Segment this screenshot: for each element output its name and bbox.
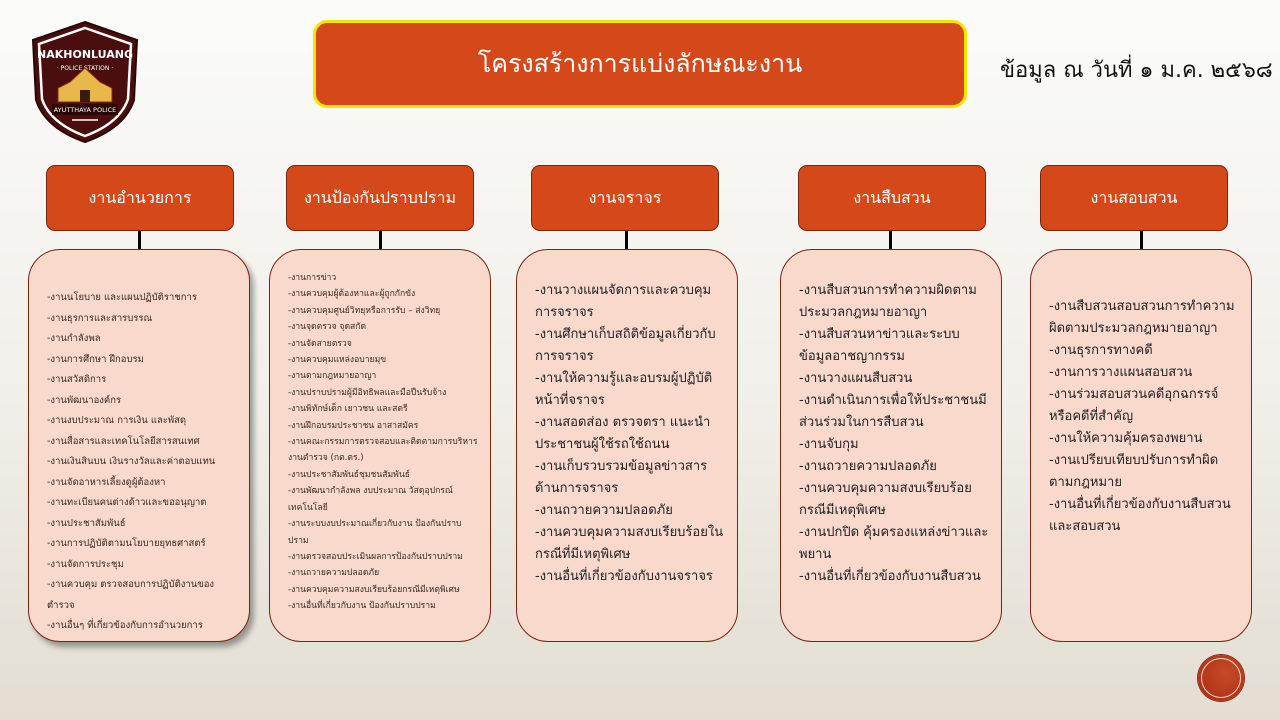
duty-list: -งานวางแผนจัดการและควบคุมการจราจร -งานศึ… [517,250,737,588]
card-crime-prevention: -งานการข่าว -งานควบคุมผู้ต้องหาและผู้ถูก… [269,249,491,642]
list-item: -งานเงินสินบน เงินรางวัลและค่าตอบแทน [47,456,216,467]
connector-line [138,231,141,250]
list-item: -งานพิทักษ์เด็ก เยาวชน และสตรี [288,404,408,415]
duty-list: -งานสืบสวนการทำความผิดตามประมวลกฎหมายอาญ… [781,250,1001,588]
list-item: -งานควบคุมความสงบเรียบร้อยกรณีมีเหตุพิเศ… [288,584,460,595]
connector-line [889,231,892,250]
list-item: -งานให้ความคุ้มครองพยาน [1049,431,1203,446]
slide-nav-button[interactable] [1198,655,1244,701]
list-item: -งานอื่นที่เกี่ยวข้องกับงานสืบสวนและสอบส… [1049,497,1231,534]
list-item: -งานธุรการและสารบรรณ [47,312,153,324]
list-item: -งานจับกุม [799,437,859,452]
list-item: -งานควบคุมผู้ต้องหาและผู้ถูกกักขัง [288,289,416,300]
list-item: -งานสืบสวนสอบสวนการทำความผิดตามประมวลกฎห… [1049,299,1235,336]
list-item: -งานปกปิด คุ้มครองแหล่งข่าวและพยาน [799,525,989,562]
list-item: -งานร่วมสอบสวนคดีอุกฉกรรจ์หรือคดีที่สำคั… [1049,387,1219,424]
heading-investigation: งานสืบสวน [798,165,986,231]
list-item: -งานธุรการทางคดี [1049,343,1153,358]
list-item: -งานงบประมาณ การเงิน และพัสดุ [47,415,187,426]
list-item: -งานกำลังพล [47,333,101,344]
list-item: -งานปราบปรามผู้มีอิทธิพลและมือปืนรับจ้าง [288,387,447,398]
list-item: -งานฝึกอบรมประชาชน อาสาสมัคร [288,420,419,431]
list-item: -งานควบคุม ตรวจสอบการปฏิบัติงานของตำรวจ [47,579,215,611]
list-item: -งานตามกฎหมายอาญา [288,371,377,382]
list-item: -งานดำเนินการเพื่อให้ประชาชนมีส่วนร่วมใน… [799,393,987,430]
list-item: -งานควบคุมความสงบเรียบร้อยในกรณีที่มีเหต… [535,525,724,562]
duty-list: -งานการข่าว -งานควบคุมผู้ต้องหาและผู้ถูก… [270,250,490,615]
list-item: -งานควบคุมความสงบเรียบร้อยกรณีมีเหตุพิเศ… [799,481,972,518]
duty-list: -งานนโยบาย และแผนปฏิบัติราชการ -งานธุรกา… [29,250,249,637]
list-item: -งานเก็บรวบรวมข้อมูลข่าวสารด้านการจราจร [535,459,708,496]
list-item: -งานการข่าว [288,273,337,283]
connector-line [1140,231,1143,250]
page-title: โครงสร้างการแบ่งลักษณะงาน [313,20,967,108]
list-item: -งานถวายความปลอดภัย [288,568,380,579]
heading-traffic: งานจราจร [531,165,719,231]
list-item: -งานสอดส่อง ตรวจตรา แนะนำประชาชนผู้ใช้รถ… [535,415,711,452]
list-item: -งานพัฒนากำลังพล งบประมาณ วัสดุอุปกรณ์ เ… [288,486,453,513]
list-item: -งานสืบสวนการทำความผิดตามประมวลกฎหมายอาญ… [799,283,977,320]
svg-text:AYUTTHAYA POLICE: AYUTTHAYA POLICE [54,106,117,114]
list-item: -งานประชาสัมพันธ์ [47,517,126,529]
list-item: -งานศึกษาเก็บสถิติข้อมูลเกี่ยวกับการจราจ… [535,327,716,364]
data-date: ข้อมูล ณ วันที่ ๑ ม.ค. ๒๕๖๘ [1000,58,1273,83]
card-investigation: -งานสืบสวนการทำความผิดตามประมวลกฎหมายอาญ… [780,249,1002,642]
list-item: -งานคณะกรรมการตรวจสอบและติดตามการบริหารง… [288,437,478,464]
police-station-logo: NAKHONLUANG · POLICE STATION · AYUTTHAYA… [30,20,140,144]
connector-line [379,231,382,250]
list-item: -งานสื่อสารและเทคโนโลยีสารสนเทศ [47,435,200,447]
card-inquiry: -งานสืบสวนสอบสวนการทำความผิดตามประมวลกฎห… [1030,249,1252,642]
heading-inquiry: งานสอบสวน [1040,165,1228,231]
list-item: -งานให้ความรู้และอบรมผู้ปฏิบัติหน้าที่จร… [535,371,713,408]
list-item: -งานประชาสัมพันธ์ชุมชนสัมพันธ์ [288,469,410,480]
list-item: -งานระบบงบประมาณเกี่ยวกับงาน ป้องกันปราบ… [288,519,462,546]
list-item: -งานสืบสวนหาข่าวและระบบข้อมูลอาชญากรรม [799,327,960,364]
heading-administration: งานอำนวยการ [46,165,234,231]
list-item: -งานสวัสดิการ [47,374,107,385]
connector-line [625,231,628,250]
svg-text:NAKHONLUANG: NAKHONLUANG [37,48,133,61]
list-item: -งานพัฒนาองค์กร [47,394,122,406]
list-item: -งานวางแผนจัดการและควบคุมการจราจร [535,283,712,320]
duty-list: -งานสืบสวนสอบสวนการทำความผิดตามประมวลกฎห… [1031,250,1251,538]
list-item: -งานเปรียบเทียบปรับการทำผิดตามกฎหมาย [1049,453,1219,490]
list-item: -งานจัดสายตรวจ [288,338,352,349]
card-administration: -งานนโยบาย และแผนปฏิบัติราชการ -งานธุรกา… [28,249,250,642]
card-traffic: -งานวางแผนจัดการและควบคุมการจราจร -งานศึ… [516,249,738,642]
list-item: -งานนโยบาย และแผนปฏิบัติราชการ [47,292,197,303]
list-item: -งานควบคุมศูนย์วิทยุหรือการรับ – ส่งวิทย… [288,305,441,316]
list-item: -งานการปฏิบัติตามนโยบายยุทธศาสตร์ [47,538,206,549]
list-item: -งานอื่นที่เกี่ยวกับงาน ป้องกันปราบปราม [288,601,436,612]
list-item: -งานตรวจสอบประเมินผลการป้องกันปราบปราม [288,551,463,562]
list-item: -งานจุดตรวจ จุดสกัด [288,322,367,333]
heading-crime-prevention: งานป้องกันปราบปราม [286,165,474,231]
list-item: -งานทะเบียนคนต่างด้าวและขออนุญาต [47,497,207,508]
list-item: -งานอื่นที่เกี่ยวข้องกับงานสืบสวน [799,569,981,584]
list-item: -งานการศึกษา ฝึกอบรม [47,353,144,365]
list-item: -งานถวายความปลอดภัย [799,459,937,474]
list-item: -งานถวายความปลอดภัย [535,503,673,518]
list-item: -งานควบคุมแหล่งอบายมุข [288,355,387,366]
list-item: -งานจัดการประชุม [47,558,124,570]
list-item: -งานจัดอาหารเลี้ยงดูผู้ต้องหา [47,476,166,488]
list-item: -งานการวางแผนสอบสวน [1049,365,1193,380]
list-item: -งานอื่นที่เกี่ยวข้องกับงานจราจร [535,569,713,584]
list-item: -งานวางแผนสืบสวน [799,371,913,386]
list-item: -งานอื่นๆ ที่เกี่ยวข้องกับการอำนวยการ [47,620,203,631]
